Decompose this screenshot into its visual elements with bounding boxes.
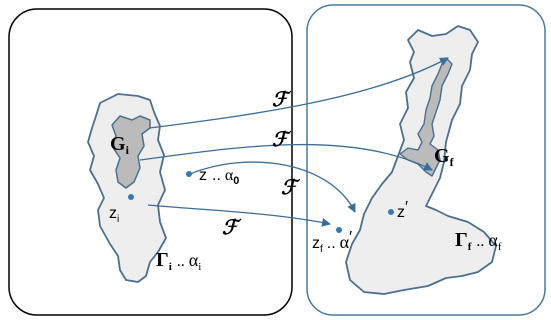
point-zprime-dot bbox=[388, 209, 394, 215]
label-z-main: z bbox=[199, 167, 207, 184]
label-gamma-f-main: Γ bbox=[455, 229, 468, 251]
point-zi-dot bbox=[128, 194, 134, 200]
label-z-alpha0: z..α0 bbox=[199, 167, 239, 187]
point-z-dot bbox=[186, 171, 192, 177]
map-arrow-z bbox=[189, 161, 356, 213]
label-z-sep: .. bbox=[212, 167, 221, 184]
map-arrow-top bbox=[149, 57, 449, 129]
label-g-f: Gf bbox=[434, 145, 455, 169]
label-z-i-main: z bbox=[109, 205, 117, 222]
label-gamma-i-sep: .. bbox=[177, 253, 185, 270]
label-g-i-main: G bbox=[110, 133, 126, 155]
label-gamma-i-main: Γ bbox=[156, 249, 169, 271]
g-f-region bbox=[399, 57, 453, 177]
label-g-i: Gi bbox=[110, 133, 130, 157]
point-zf-dot bbox=[336, 227, 342, 233]
label-z-f-sub: f bbox=[320, 244, 323, 255]
label-z-i: zi bbox=[109, 205, 119, 225]
map-label-1: ℱ bbox=[272, 87, 292, 111]
label-alpha-f-main: α bbox=[488, 230, 498, 250]
label-z-f-main: z bbox=[312, 235, 320, 252]
label-z-prime: z′ bbox=[397, 199, 408, 221]
label-gamma-f-sub: f bbox=[468, 241, 472, 253]
label-g-f-sub: f bbox=[450, 155, 455, 169]
map-label-4: ℱ bbox=[222, 215, 242, 239]
map-arrow-zi bbox=[147, 204, 331, 227]
label-alpha-f-sub: f bbox=[498, 241, 502, 253]
label-alpha-prime-main: α bbox=[340, 232, 350, 252]
label-alpha0-sub: 0 bbox=[233, 175, 239, 187]
label-g-f-main: G bbox=[434, 145, 450, 167]
map-label-3: ℱ bbox=[281, 175, 301, 199]
label-alpha-i-main: α bbox=[189, 250, 199, 270]
label-g-i-sub: i bbox=[126, 143, 130, 157]
label-gamma-f: Γf..αf bbox=[455, 229, 502, 253]
g-i-region bbox=[111, 115, 151, 189]
map-label-2: ℱ bbox=[272, 127, 292, 151]
label-alpha0-main: α bbox=[225, 167, 234, 184]
label-gamma-i-sub: i bbox=[169, 261, 172, 273]
map-arrow-mid bbox=[139, 143, 433, 171]
label-z-i-sub: i bbox=[117, 214, 119, 225]
label-z-prime-main: z bbox=[397, 204, 405, 221]
label-z-f: zf..α′ bbox=[312, 229, 352, 255]
label-gamma-i: Γi..αi bbox=[156, 249, 201, 273]
label-z-prime-mark: ′ bbox=[405, 199, 408, 216]
label-alpha-prime-mark: ′ bbox=[349, 229, 352, 246]
label-z-f-sep: .. bbox=[327, 235, 336, 252]
label-gamma-f-sep: .. bbox=[476, 233, 484, 250]
label-alpha-i-sub: i bbox=[198, 261, 201, 273]
